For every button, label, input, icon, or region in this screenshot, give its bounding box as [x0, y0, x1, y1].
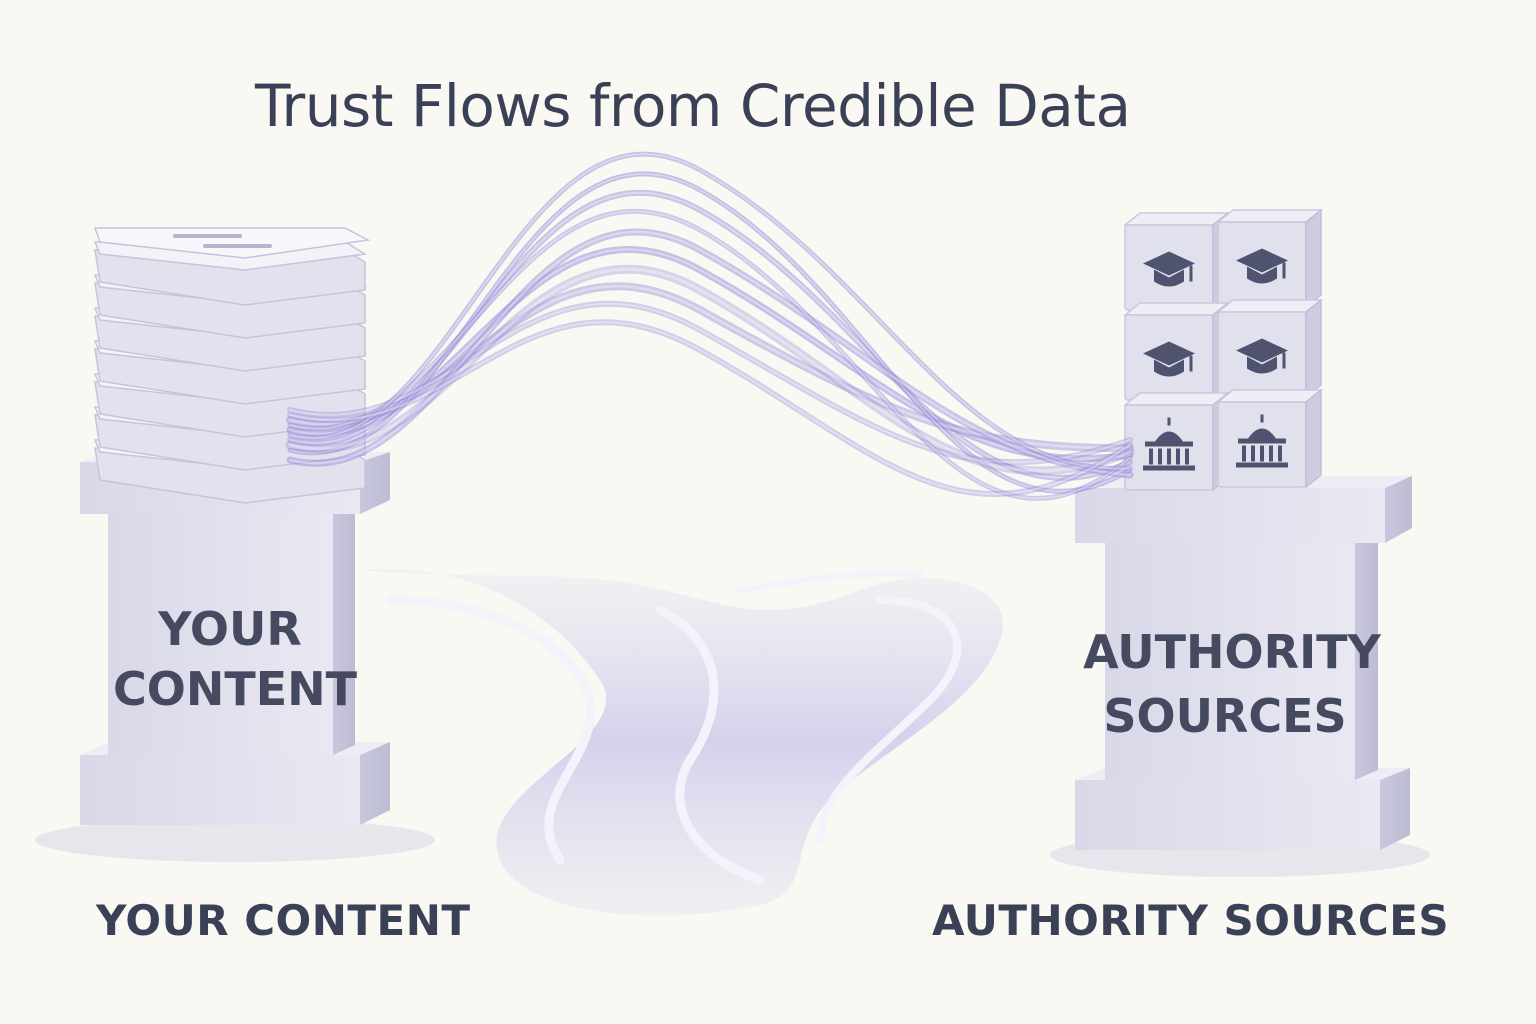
trust-flow-ribbon-highlight [289, 302, 1131, 464]
trust-flow-ribbon-highlight [289, 153, 1131, 470]
trust-flow-ribbon-highlight [289, 173, 1131, 493]
trust-flow-ribbon-highlight [288, 285, 1132, 450]
page-title: Trust Flows from Credible Data [255, 72, 1131, 140]
trust-flow-ribbon [287, 151, 1133, 471]
trust-flow-ribbon [287, 319, 1133, 498]
document-top [93, 227, 371, 259]
graduation-cap-icon [1236, 248, 1288, 284]
authority-block [1215, 388, 1324, 489]
authority-blocks [1122, 208, 1324, 492]
trust-flow-ribbon [287, 171, 1133, 494]
trust-flow-ribbon [287, 209, 1133, 501]
graduation-cap-icon [1143, 251, 1195, 287]
trust-flow-ribbons [285, 151, 1135, 501]
authority-block [1122, 391, 1231, 492]
government-building-icon [1143, 417, 1195, 471]
graduation-cap-icon [1143, 341, 1195, 377]
trust-flow-ribbon [286, 282, 1134, 453]
trust-flow-ribbon-highlight [289, 321, 1131, 496]
authority-block [1122, 211, 1231, 312]
trust-flow-ribbon-highlight [288, 231, 1132, 477]
right-pillar-label-line2: SOURCES [1103, 689, 1346, 743]
right-pillar-label-line1: AUTHORITY [1083, 625, 1381, 679]
trust-flow-ribbon [285, 264, 1135, 476]
right-pillar: AUTHORITY SOURCES [1050, 476, 1430, 877]
trust-flow-ribbon [286, 228, 1134, 479]
left-pillar-label-line1: YOUR [157, 602, 302, 656]
authority-block [1215, 298, 1324, 399]
left-caption: YOUR CONTENT [96, 896, 471, 945]
right-caption: AUTHORITY SOURCES [932, 896, 1450, 945]
trust-flow-ribbon-highlight [289, 210, 1131, 500]
authority-block [1122, 301, 1231, 402]
left-pillar-label-line2: CONTENT [113, 662, 358, 716]
graduation-cap-icon [1236, 338, 1288, 374]
authority-block [1215, 208, 1324, 309]
trust-flow-ribbon [287, 300, 1133, 466]
government-building-icon [1236, 414, 1288, 468]
ground-river [360, 568, 1004, 916]
left-pillar: YOUR CONTENT [35, 452, 435, 862]
trust-flow-ribbon-highlight [288, 267, 1132, 473]
